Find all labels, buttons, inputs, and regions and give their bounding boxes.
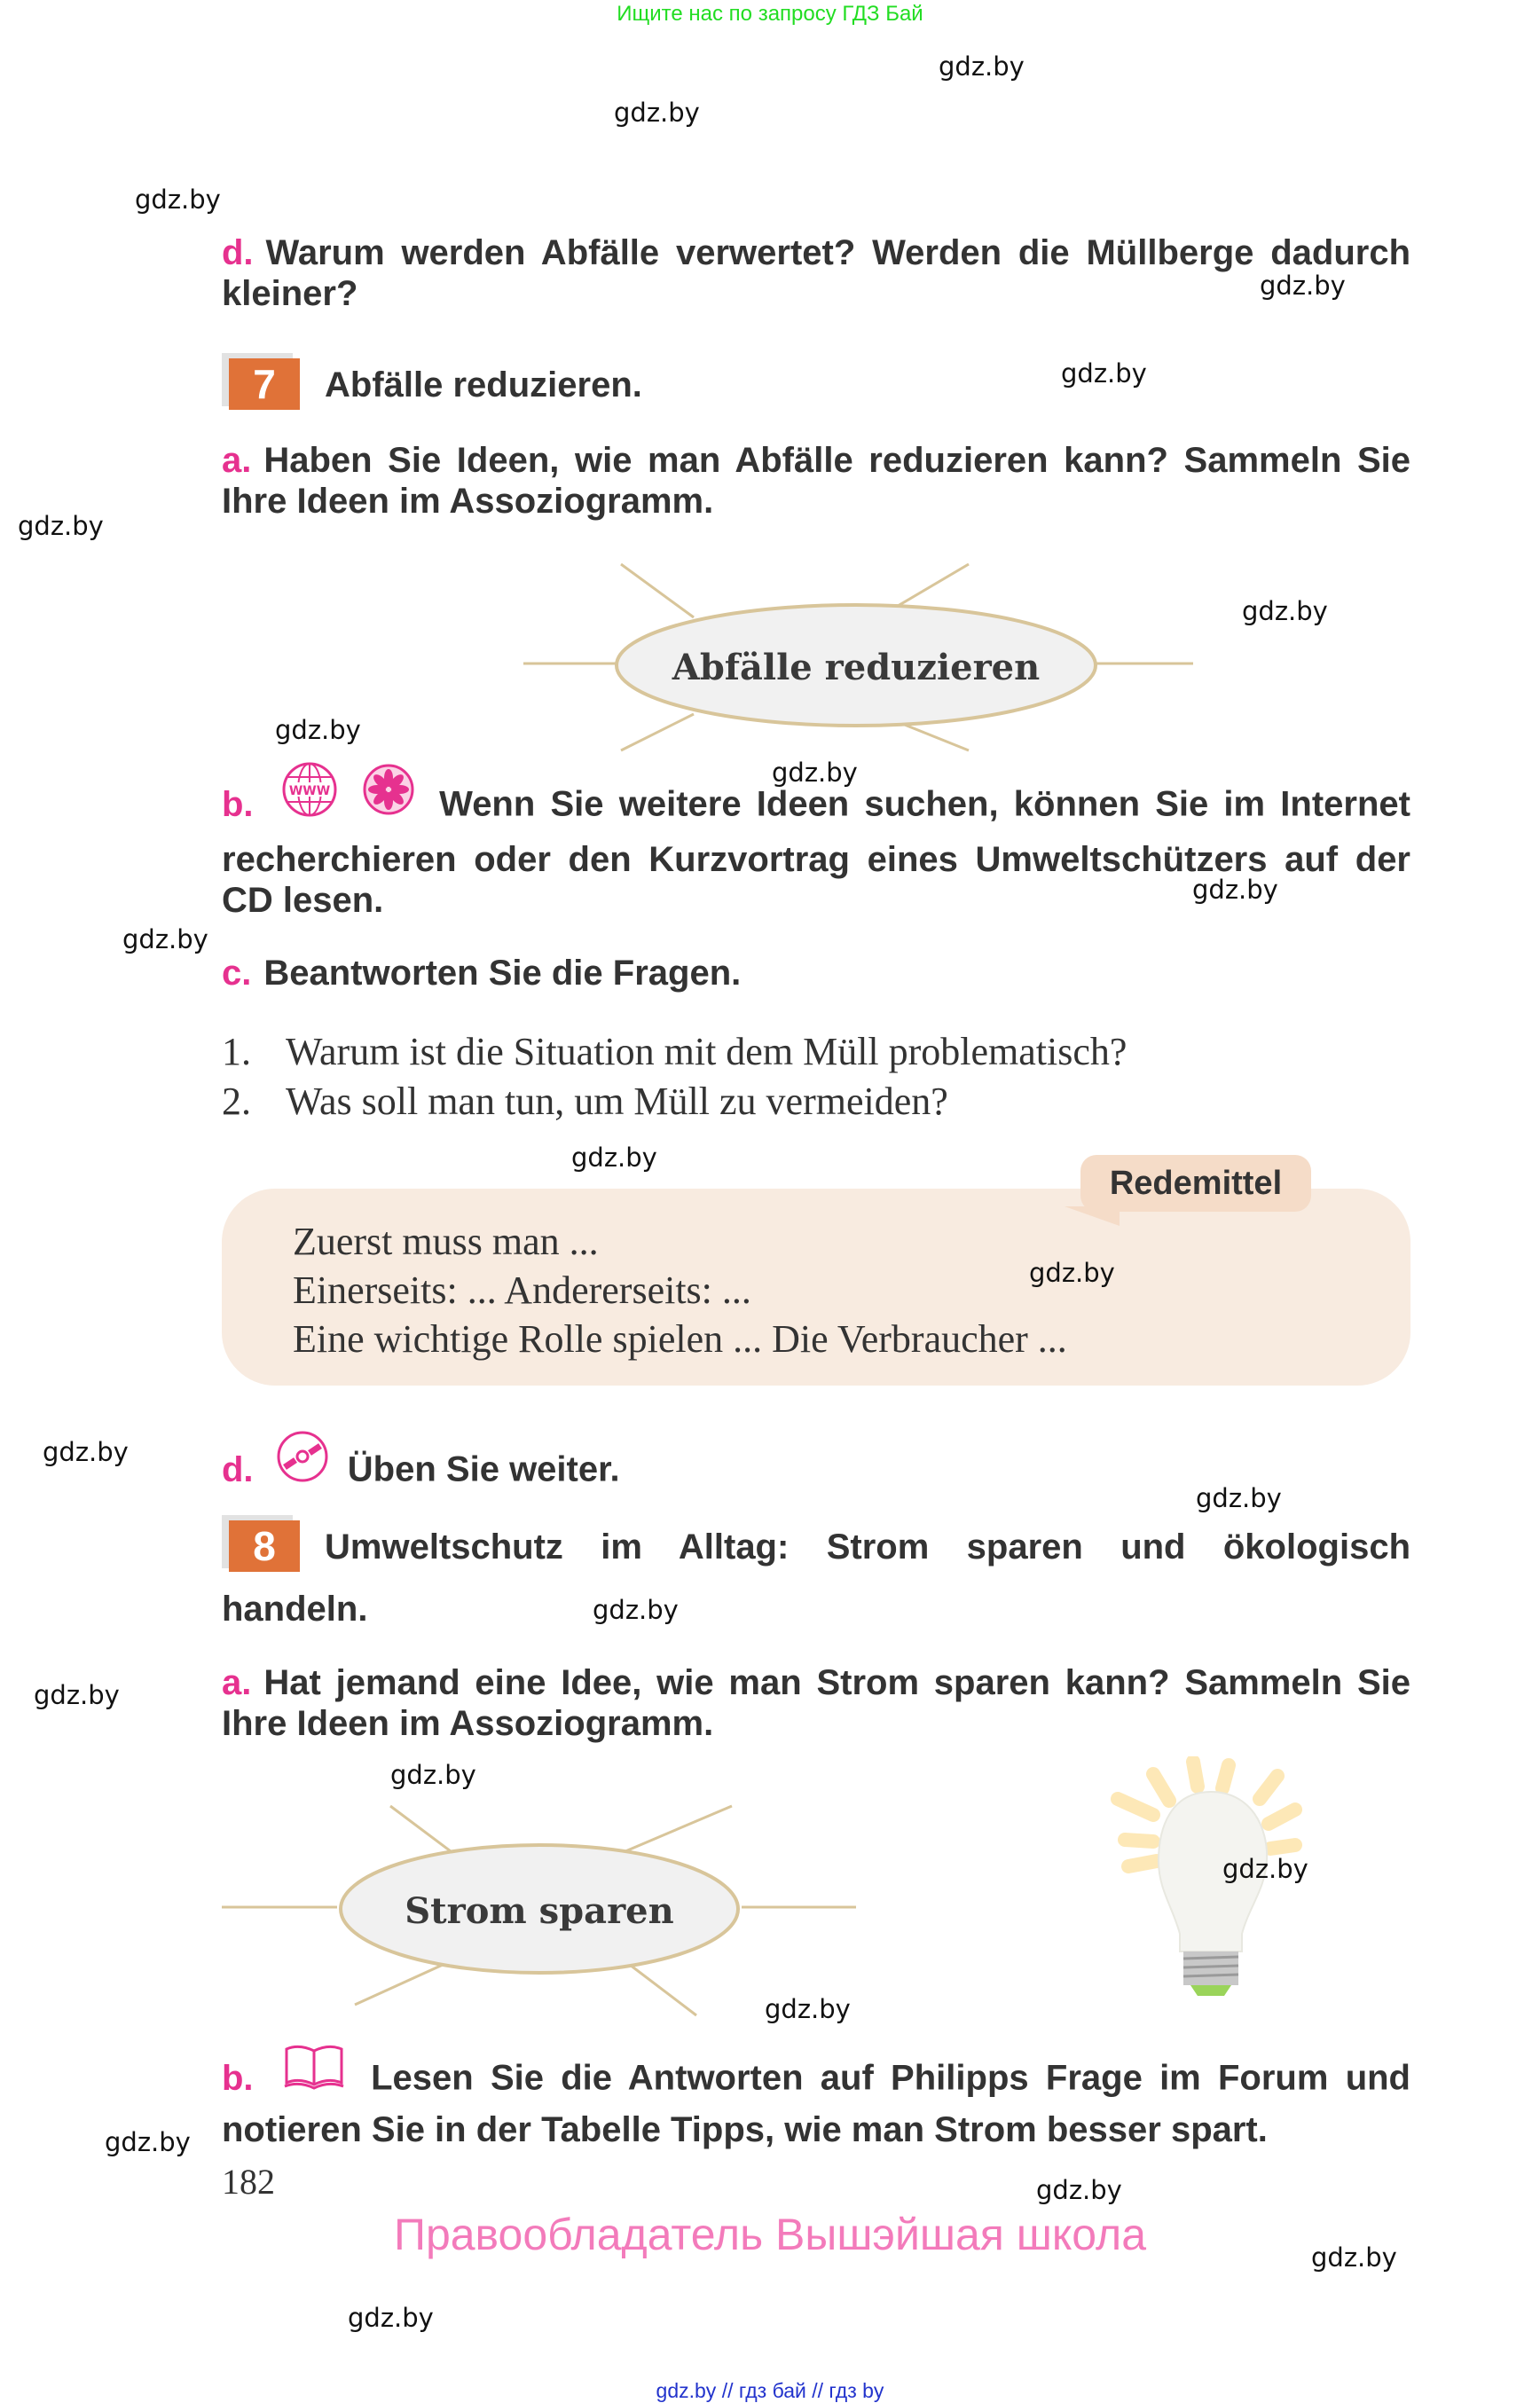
watermark: gdz.by: [1196, 1483, 1282, 1513]
watermark: gdz.by: [348, 2303, 434, 2333]
task-letter: b.: [222, 784, 254, 824]
task-text: Üben Sie weiter.: [347, 1449, 620, 1489]
task-text: Wenn Sie weitere Ideen suchen, können Si…: [222, 784, 1410, 920]
cd-icon: [276, 1430, 329, 1492]
top-banner[interactable]: Ищите нас по запросу ГДЗ Бай: [617, 2, 923, 26]
mindmap-strom: Strom sparen: [222, 1804, 856, 2017]
watermark: gdz.by: [614, 98, 700, 128]
question-text: Warum ist die Situation mit dem Müll pro…: [286, 1030, 1128, 1073]
question-number: 1.: [222, 1030, 251, 1073]
watermark: gdz.by: [1061, 358, 1147, 389]
redemittel-lines: Zuerst muss man ... Einerseits: ... Ande…: [293, 1217, 1067, 1363]
watermark: gdz.by: [593, 1595, 679, 1625]
badge-number: 7: [229, 358, 300, 410]
light-bulb-image: [1111, 1756, 1302, 1996]
task-7c: c. Beantworten Sie die Fragen.: [222, 953, 1410, 993]
watermark: gdz.by: [1192, 875, 1278, 905]
footer-links[interactable]: gdz.by // гдз бай // гдз by: [656, 2379, 884, 2402]
watermark: gdz.by: [1242, 596, 1328, 626]
redemittel-line: Eine wichtige Rolle spielen ... Die Verb…: [293, 1317, 1067, 1361]
watermark: gdz.by: [18, 511, 104, 541]
task-letter: a.: [222, 441, 252, 480]
task-letter: c.: [222, 954, 252, 993]
watermark: gdz.by: [1029, 1258, 1115, 1288]
cd-flower-icon: [362, 763, 415, 825]
question-item: 1. Warum ist die Situation mit dem Müll p…: [222, 1027, 1127, 1077]
page-number: 182: [222, 2162, 275, 2202]
redemittel-line: Zuerst muss man ...: [293, 1220, 599, 1263]
www-globe-icon: WWW: [281, 761, 338, 827]
task-text: Beantworten Sie die Fragen.: [263, 954, 742, 993]
question-list: 1. Warum ist die Situation mit dem Müll p…: [222, 1027, 1127, 1127]
task-8b: b. Lesen Sie die Antworten auf Philipps …: [222, 2045, 1410, 2150]
watermark: gdz.by: [390, 1760, 476, 1790]
watermark: gdz.by: [571, 1143, 657, 1173]
watermark: gdz.by: [1036, 2175, 1122, 2205]
redemittel-line: Einerseits: ... Andererseits: ...: [293, 1268, 751, 1312]
redemittel-box: [222, 1189, 1410, 1386]
watermark: gdz.by: [765, 1994, 851, 2024]
task-7a: a.Haben Sie Ideen, wie man Abfälle reduz…: [222, 440, 1410, 522]
watermark: gdz.by: [1222, 1854, 1308, 1884]
exercise-title-7: Abfälle reduzieren.: [325, 365, 642, 404]
watermark: gdz.by: [43, 1437, 129, 1467]
watermark: gdz.by: [939, 51, 1025, 82]
watermark: gdz.by: [122, 924, 208, 954]
question-number: 2.: [222, 1080, 251, 1123]
book-icon: [283, 2042, 345, 2101]
question-text: Was soll man tun, um Müll zu vermeiden?: [286, 1080, 948, 1123]
mindmap-abfaelle: Abfälle reduzieren: [523, 562, 1193, 752]
task-letter: d.: [222, 233, 254, 272]
task-text: Hat jemand eine Idee, wie man Strom spar…: [222, 1663, 1410, 1743]
task-text: Lesen Sie die Antworten auf Philipps Fra…: [222, 2058, 1410, 2149]
watermark: gdz.by: [275, 715, 361, 745]
watermark: gdz.by: [34, 1680, 120, 1710]
task-text: Warum werden Abfälle verwertet? Werden d…: [222, 233, 1410, 313]
task-7d: d. Üben Sie weiter.: [222, 1431, 1410, 1503]
watermark: gdz.by: [772, 758, 858, 788]
watermark: gdz.by: [135, 185, 221, 215]
watermark: gdz.by: [105, 2127, 191, 2157]
task-letter: a.: [222, 1663, 252, 1702]
task-text: Haben Sie Ideen, wie man Abfälle reduzie…: [222, 441, 1410, 521]
mindmap-center: [339, 1843, 740, 1975]
redemittel-tag: Redemittel: [1080, 1155, 1311, 1212]
svg-text:WWW: WWW: [289, 784, 330, 798]
task-8a: a.Hat jemand eine Idee, wie man Strom sp…: [222, 1662, 1410, 1744]
question-item: 2. Was soll man tun, um Müll zu vermeiden…: [222, 1077, 1127, 1127]
task-letter: d.: [222, 1449, 254, 1489]
exercise-title-8-line2: handeln.: [222, 1590, 368, 1629]
mindmap-label: Abfälle reduzieren: [672, 647, 1040, 688]
mindmap-center: [615, 603, 1097, 727]
watermark: gdz.by: [1260, 271, 1346, 301]
exercise-badge-7: 7: [222, 353, 302, 410]
exercise-title-8-line1: Umweltschutz im Alltag: Strom sparen und…: [325, 1527, 1410, 1567]
exercise-badge-8: 8: [222, 1515, 302, 1572]
mindmap-label: Strom sparen: [405, 1890, 673, 1932]
watermark: gdz.by: [1311, 2242, 1397, 2273]
copyright-notice: Правообладатель Вышэйшая школа: [394, 2210, 1146, 2259]
badge-number: 8: [229, 1520, 300, 1572]
task-letter: b.: [222, 2058, 254, 2098]
task-7b: b. WWW Wenn Sie weitere I: [222, 762, 1410, 921]
task-6d: d.Warum werden Abfälle verwertet? Werden…: [222, 232, 1410, 314]
